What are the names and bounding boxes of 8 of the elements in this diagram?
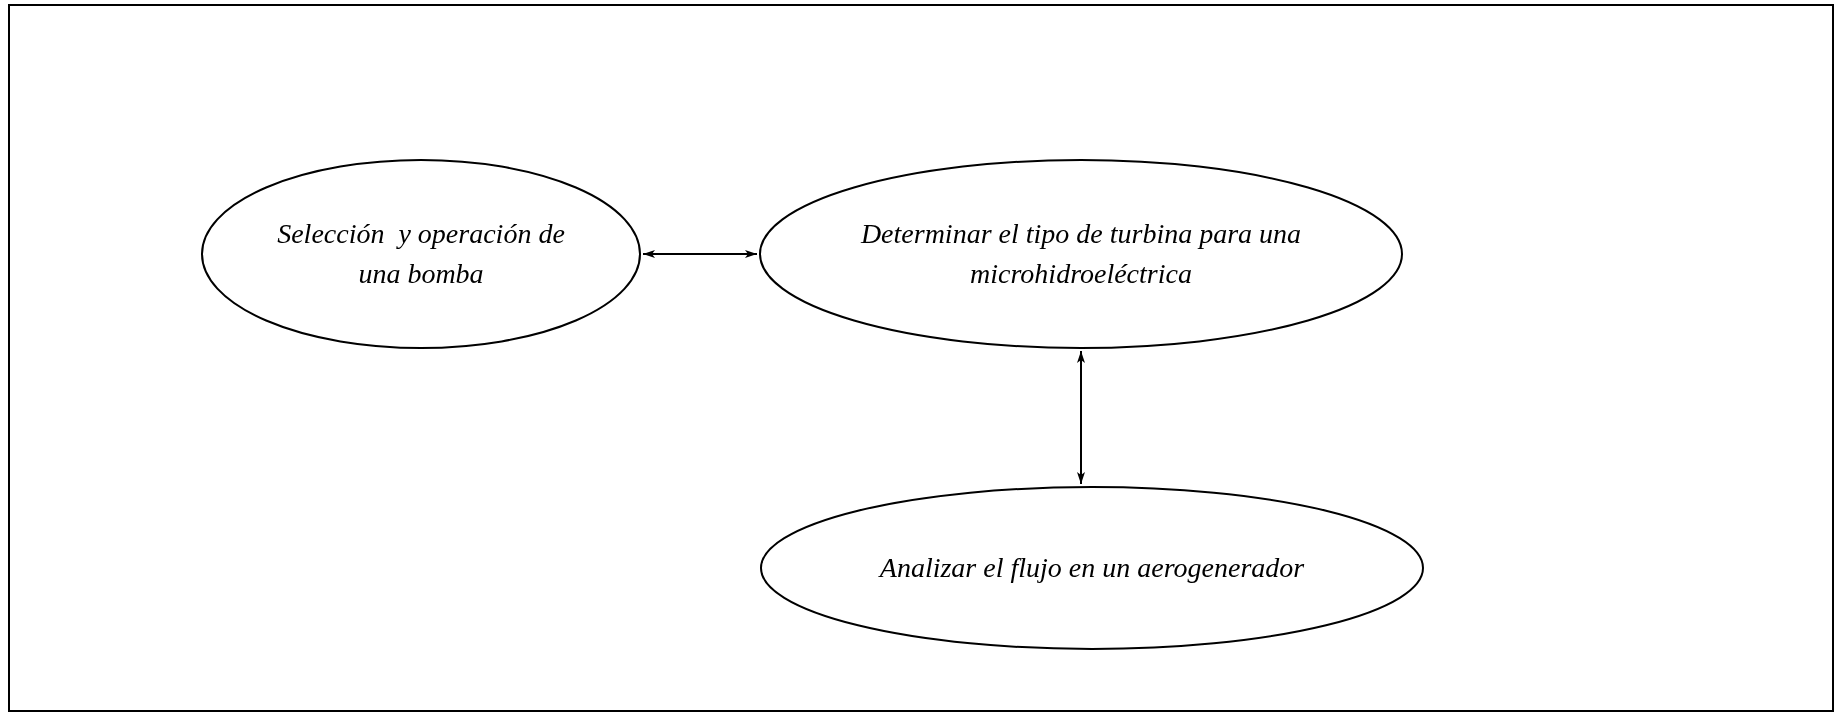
double-arrow (642, 250, 758, 258)
double-arrow (1077, 350, 1085, 486)
node-label: Analizar el flujo en un aerogenerador (879, 551, 1305, 585)
ellipse-node (201, 159, 641, 349)
node-label: Selección y operación de una bomba (276, 217, 566, 291)
ellipse-node (759, 159, 1403, 349)
node-label: Determinar el tipo de turbina para una microhidroeléctrica (859, 217, 1303, 291)
ellipse-node (760, 486, 1424, 650)
